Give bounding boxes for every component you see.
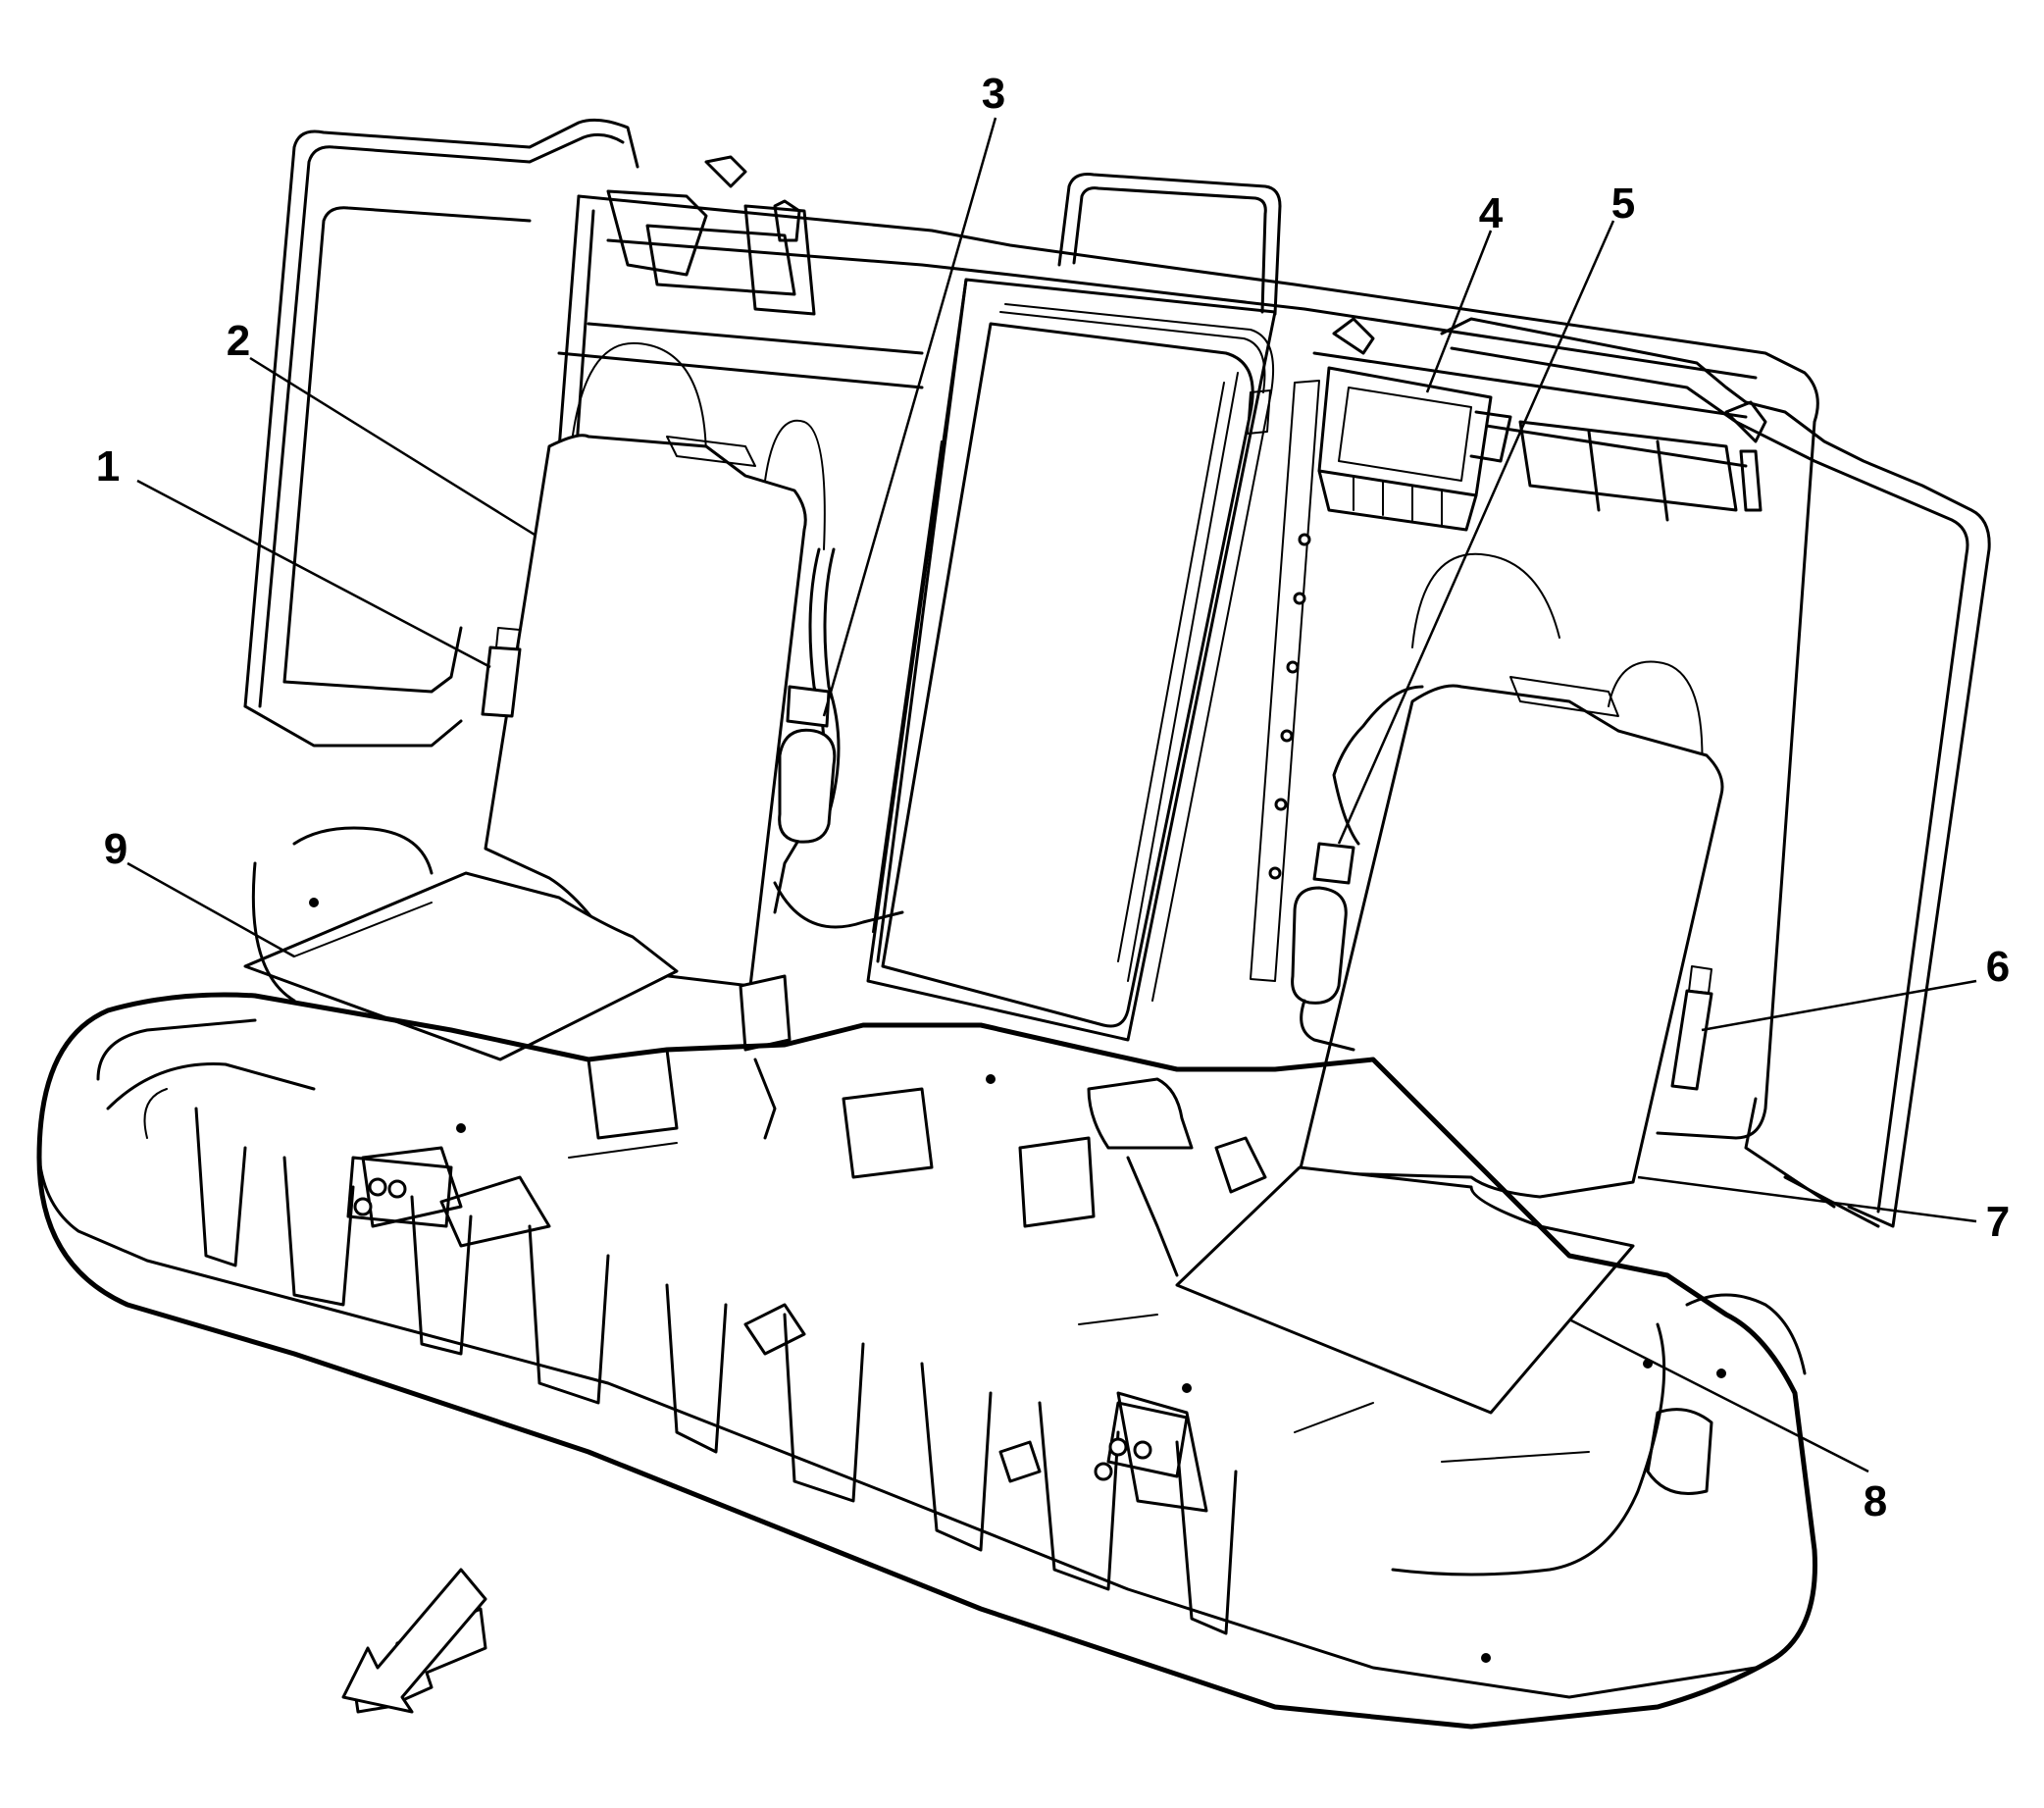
callout-2: 2 bbox=[227, 317, 250, 365]
callout-5: 5 bbox=[1611, 180, 1635, 228]
center-pass-through-panel bbox=[866, 278, 1320, 1042]
callout-7: 7 bbox=[1986, 1198, 2010, 1246]
callout-6: 6 bbox=[1986, 943, 2010, 991]
leader-5 bbox=[1337, 220, 1615, 845]
callout-8: 8 bbox=[1864, 1477, 1887, 1525]
callout-4: 4 bbox=[1479, 189, 1504, 237]
seat-cushion-frame bbox=[36, 826, 1817, 1730]
callout-labels: 1 2 3 4 5 6 7 8 9 bbox=[96, 70, 2010, 1525]
callout-3: 3 bbox=[982, 70, 1005, 118]
right-back-heater-pad bbox=[1298, 676, 1724, 1199]
leader-4 bbox=[1425, 230, 1493, 393]
leader-8 bbox=[1568, 1317, 1869, 1473]
leader-7 bbox=[1637, 1175, 1977, 1223]
callout-9: 9 bbox=[104, 825, 128, 873]
leader-1 bbox=[136, 479, 491, 669]
front-arrow-icon bbox=[341, 1568, 487, 1714]
seat-module bbox=[1317, 366, 1512, 532]
left-back-heater-pad bbox=[484, 434, 807, 988]
leader-lines bbox=[127, 117, 1977, 1473]
seat-belt-buckles bbox=[739, 974, 1267, 1277]
leader-9 bbox=[127, 861, 295, 958]
leader-2 bbox=[249, 356, 536, 537]
left-cushion-heater-pad bbox=[243, 871, 679, 1061]
leader-6 bbox=[1701, 979, 1977, 1032]
wiring-harness bbox=[481, 547, 1713, 1091]
leader-3 bbox=[822, 117, 997, 717]
callout-1: 1 bbox=[96, 442, 120, 491]
right-cushion-heater-pad bbox=[1175, 1165, 1635, 1415]
